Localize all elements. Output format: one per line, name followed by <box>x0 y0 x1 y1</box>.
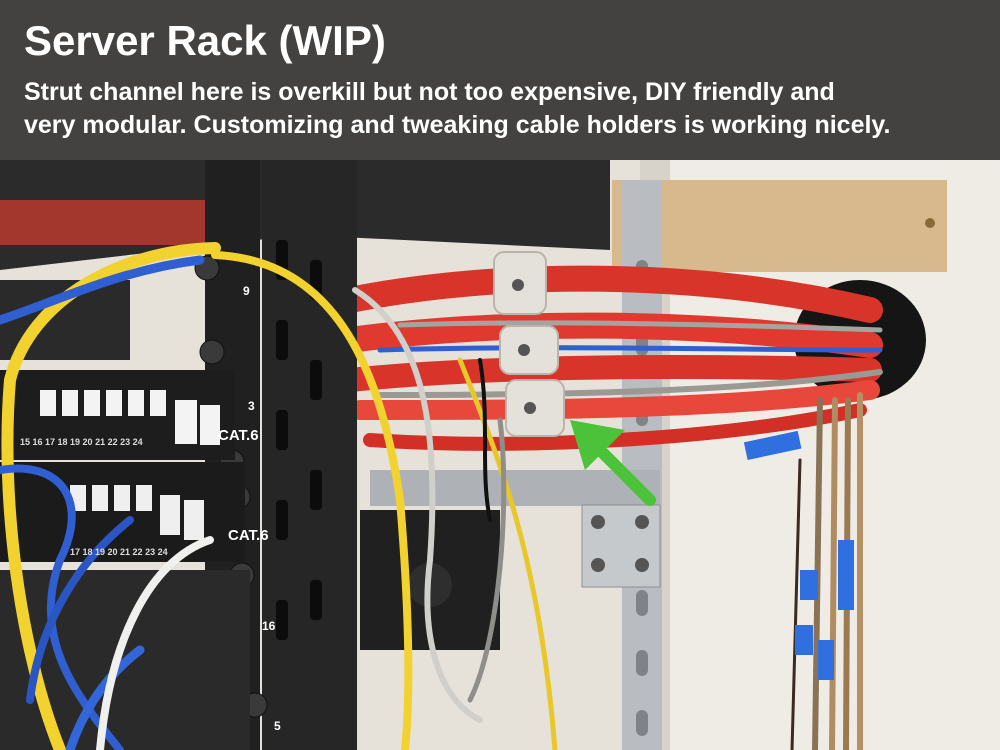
patch-cables <box>0 242 558 750</box>
patch-panel-upper-label: CAT.6 <box>218 427 259 444</box>
patch-panel-lower-label: CAT.6 <box>228 527 269 544</box>
page-title: Server Rack (WIP) <box>24 17 386 64</box>
rack-top-patch-red <box>0 200 210 245</box>
strut-bracket <box>581 504 661 588</box>
clip-holes <box>512 279 536 414</box>
board-screw <box>925 218 935 228</box>
strut-channel-horizontal <box>370 470 660 506</box>
patch-ports-upper <box>40 390 220 445</box>
caption-text: Strut channel here is overkill but not t… <box>24 76 994 141</box>
rack-unit-low: 16 <box>262 619 276 633</box>
caption-line-2: very modular. Customizing and tweaking c… <box>24 110 891 139</box>
caption-line-1: Strut channel here is overkill but not t… <box>24 78 835 106</box>
rack-unit-bottom: 5 <box>274 719 281 733</box>
cable-tags <box>743 430 854 680</box>
port-numbers-lower: 17 18 19 20 21 22 23 24 <box>70 547 168 557</box>
port-numbers-upper: 15 16 17 18 19 20 21 22 23 24 <box>20 437 143 447</box>
rack-unit-mid: 3 <box>248 399 255 413</box>
green-arrow <box>570 420 656 506</box>
wood-board <box>612 180 947 272</box>
caption-banner: Server Rack (WIP) Strut channel here is … <box>0 0 1000 160</box>
patch-ports-lower <box>70 485 204 540</box>
rack-unit-top: 9 <box>243 284 250 298</box>
